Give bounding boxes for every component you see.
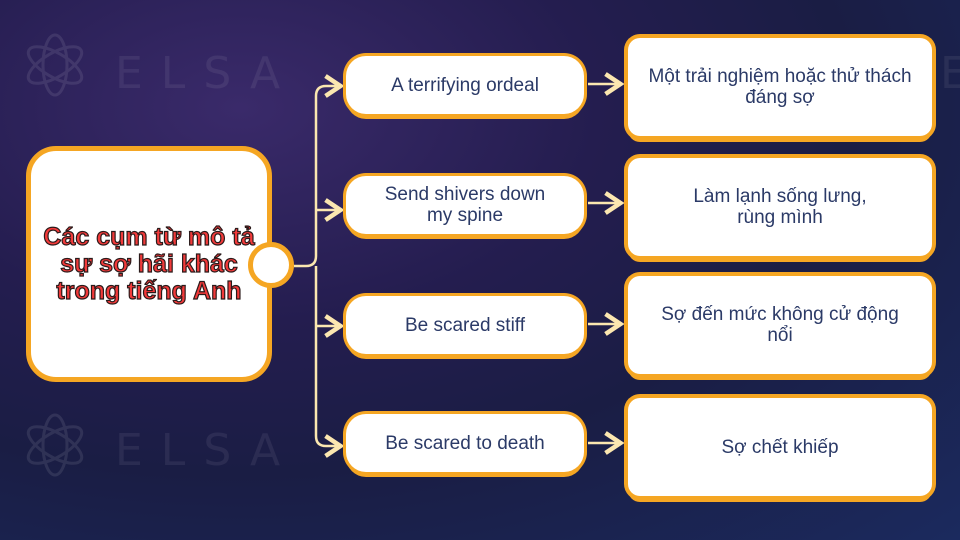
main-topic-box: Các cụm từ mô tả sự sợ hãi khác trong ti… (26, 146, 272, 382)
term-box: Send shivers down my spine (346, 176, 584, 234)
watermark-text-bottom: ELSA (115, 425, 299, 476)
meaning-box: Làm lạnh sống lưng, rùng mình (628, 158, 932, 256)
term-box: A terrifying ordeal (346, 56, 584, 114)
term-box: Be scared stiff (346, 296, 584, 354)
term-box: Be scared to death (346, 414, 584, 472)
meaning-box: Sợ chết khiếp (628, 398, 932, 496)
watermark-logo-icon (26, 413, 84, 477)
watermark-logo-icon (26, 33, 84, 97)
meaning-box: Một trải nghiệm hoặc thử thách đáng sợ (628, 38, 932, 136)
meaning-box: Sợ đến mức không cử động nổi (628, 276, 932, 374)
main-title: Các cụm từ mô tả sự sợ hãi khác trong ti… (43, 222, 255, 305)
watermark-text-right-top: E (940, 48, 960, 99)
watermark-text-top: ELSA (115, 48, 299, 99)
hub-circle (248, 242, 294, 288)
